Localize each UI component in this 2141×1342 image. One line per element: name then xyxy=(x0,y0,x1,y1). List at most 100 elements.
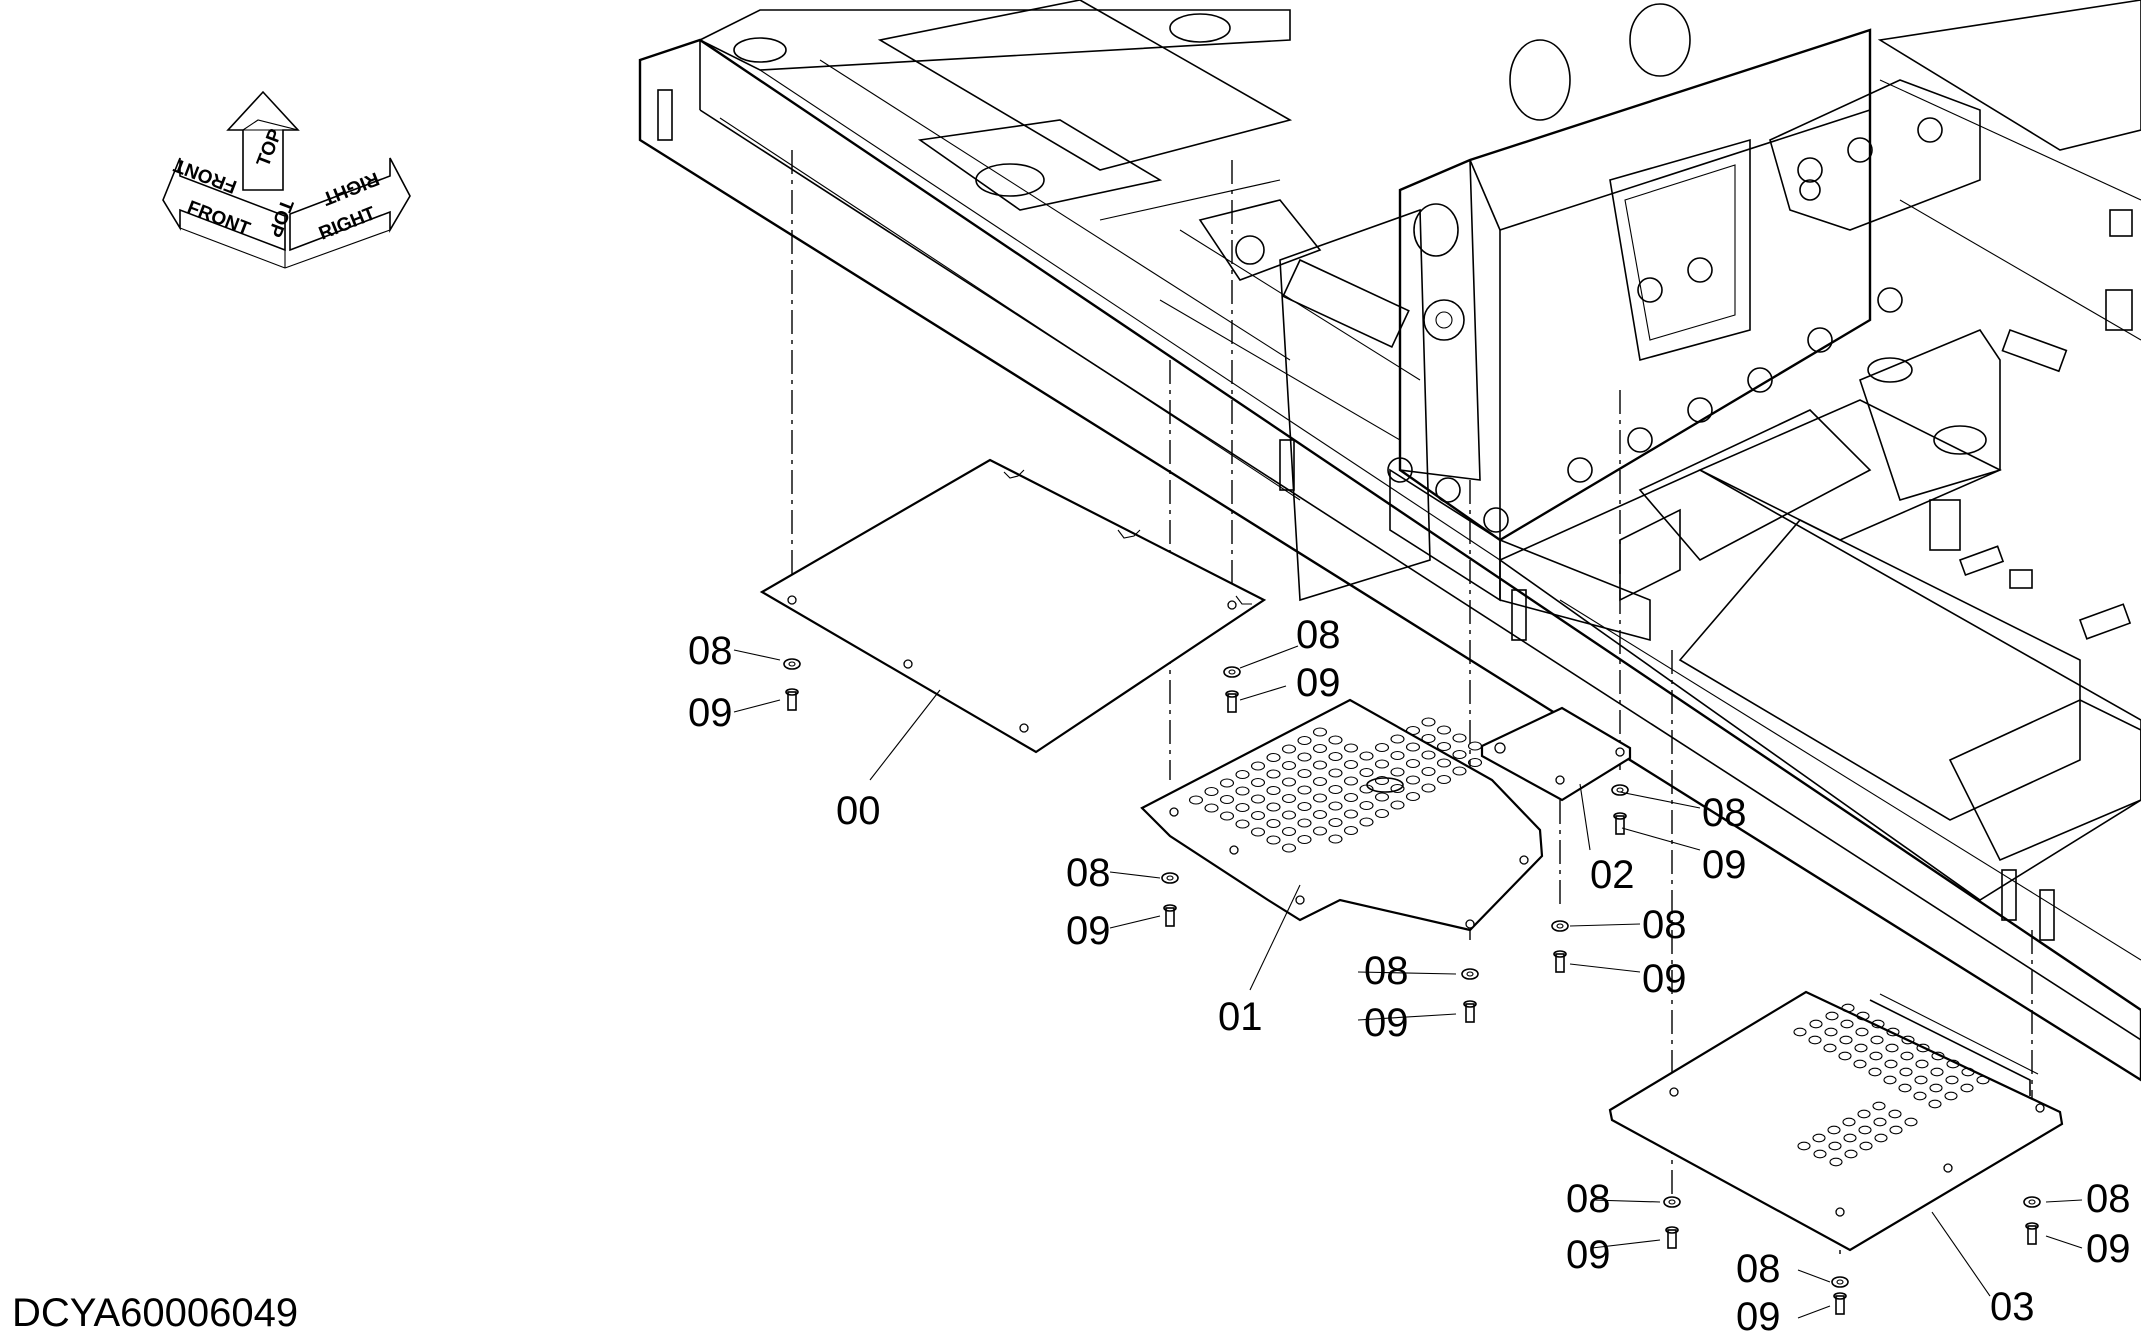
callout-08-i: 08 xyxy=(2086,1177,2131,1221)
perforation-hole xyxy=(1856,1011,1870,1021)
perforation-hole xyxy=(1813,1149,1827,1159)
cover-plate-03[interactable] xyxy=(1608,990,2064,1252)
perforation-hole xyxy=(1328,784,1343,795)
callout-09-a: 09 xyxy=(688,691,733,735)
assembly-centerlines xyxy=(791,150,2033,1260)
orientation-front-label-mirror: FRONT xyxy=(171,154,240,197)
orientation-right-label: RIGHT xyxy=(316,203,379,245)
perforation-hole xyxy=(1328,751,1343,762)
perforation-hole xyxy=(1467,757,1483,768)
callout-09-c: 09 xyxy=(1066,909,1111,953)
perforation-hole xyxy=(1297,818,1312,828)
perforation-hole xyxy=(1838,1051,1852,1061)
perforation-hole xyxy=(1219,811,1235,821)
perforation-hole xyxy=(1929,1083,1943,1093)
callout-08-c: 08 xyxy=(1066,851,1111,895)
perforation-hole xyxy=(1359,767,1374,778)
bolt-head xyxy=(1553,950,1567,958)
perforation-hole xyxy=(1405,742,1421,752)
bolt-head xyxy=(1833,1292,1847,1300)
perforation-hole xyxy=(1843,1133,1857,1143)
perforation-hole xyxy=(1235,769,1250,780)
perforation-hole xyxy=(1916,1043,1930,1053)
perforation-hole xyxy=(1915,1059,1929,1069)
perforation-hole xyxy=(1328,735,1343,745)
callout-09-f: 09 xyxy=(1642,957,1687,1001)
callout-00: 00 xyxy=(836,789,881,833)
perforation-hole xyxy=(1889,1125,1903,1135)
perforation-hole xyxy=(1250,827,1266,837)
washer-hole xyxy=(1836,1279,1844,1285)
perforation-hole xyxy=(1235,786,1250,796)
perforation-hole xyxy=(1219,794,1235,805)
bolt-head xyxy=(1665,1226,1679,1234)
cover-plate-01[interactable] xyxy=(1140,698,1544,932)
perforation-hole xyxy=(1312,809,1328,820)
perforation-hole xyxy=(1374,775,1390,786)
perforation-hole xyxy=(1328,834,1343,844)
perforation-hole xyxy=(1885,1043,1899,1053)
cover-plate-00[interactable] xyxy=(759,458,1267,754)
perforation-hole xyxy=(1281,810,1297,820)
callout-08-e: 08 xyxy=(1702,791,1747,835)
perforation-hole xyxy=(1374,742,1390,753)
washer-08 xyxy=(2023,1196,2041,1208)
perforation-hole xyxy=(1312,727,1328,737)
machine-frame xyxy=(638,0,2141,1082)
perforation-hole xyxy=(1844,1149,1858,1159)
callout-08-f: 08 xyxy=(1642,903,1687,947)
perforation-hole xyxy=(1421,733,1436,744)
bolt-head xyxy=(1225,690,1239,698)
perforation-hole xyxy=(1888,1109,1902,1119)
perforation-hole xyxy=(1873,1117,1887,1127)
washer-hole xyxy=(1668,1199,1676,1205)
perforation-hole xyxy=(1858,1125,1872,1135)
perforation-hole xyxy=(1823,1043,1837,1053)
perforation-hole xyxy=(1359,751,1374,761)
callout-08-h: 08 xyxy=(1736,1247,1781,1291)
perforation-hole xyxy=(1797,1141,1811,1151)
perforation-hole xyxy=(1421,750,1436,760)
bolt-09 xyxy=(1615,815,1625,835)
washer-08 xyxy=(1223,666,1241,678)
perforation-hole xyxy=(1824,1027,1838,1037)
callout-08-a: 08 xyxy=(688,629,733,673)
washer-08 xyxy=(1663,1196,1681,1208)
perforation-hole xyxy=(1825,1011,1839,1021)
fasteners xyxy=(783,658,2041,1315)
perforation-hole xyxy=(1250,810,1266,821)
callout-03: 03 xyxy=(1990,1285,2035,1329)
callout-labels: 00 01 02 03 08 09 08 09 08 09 08 09 08 0… xyxy=(688,613,2131,1339)
perforation-hole xyxy=(1405,725,1421,736)
callout-08-d: 08 xyxy=(1364,949,1409,993)
perforation-hole xyxy=(1312,776,1328,787)
perforation-hole xyxy=(1898,1083,1912,1093)
perforation-hole xyxy=(1266,835,1281,845)
washer-08 xyxy=(1831,1276,1849,1288)
perforation-hole xyxy=(1869,1051,1883,1061)
callout-08-g: 08 xyxy=(1566,1177,1611,1221)
perforation-hole xyxy=(1436,725,1452,735)
bolt-09 xyxy=(1165,907,1175,927)
perforation-hole xyxy=(1809,1019,1823,1029)
callout-01: 01 xyxy=(1218,995,1263,1039)
perforation-hole xyxy=(1405,791,1421,802)
perforation-hole xyxy=(1421,766,1436,777)
washer-08 xyxy=(783,658,801,670)
bolt-head xyxy=(1163,904,1177,912)
perforation-hole xyxy=(1250,761,1266,771)
perforation-hole xyxy=(1328,817,1343,828)
perforation-hole xyxy=(1250,777,1266,788)
perforation-hole xyxy=(1204,786,1219,797)
perforation-hole xyxy=(1374,792,1390,802)
perforation-hole xyxy=(1436,774,1452,785)
perforation-hole xyxy=(1343,776,1359,786)
washer-08 xyxy=(1161,872,1179,884)
washer-hole xyxy=(1228,669,1236,675)
perforation-hole xyxy=(1297,752,1312,762)
cover-plate-02[interactable] xyxy=(1480,706,1632,802)
perforation-hole xyxy=(1946,1059,1960,1069)
perforation-hole xyxy=(1188,795,1204,805)
